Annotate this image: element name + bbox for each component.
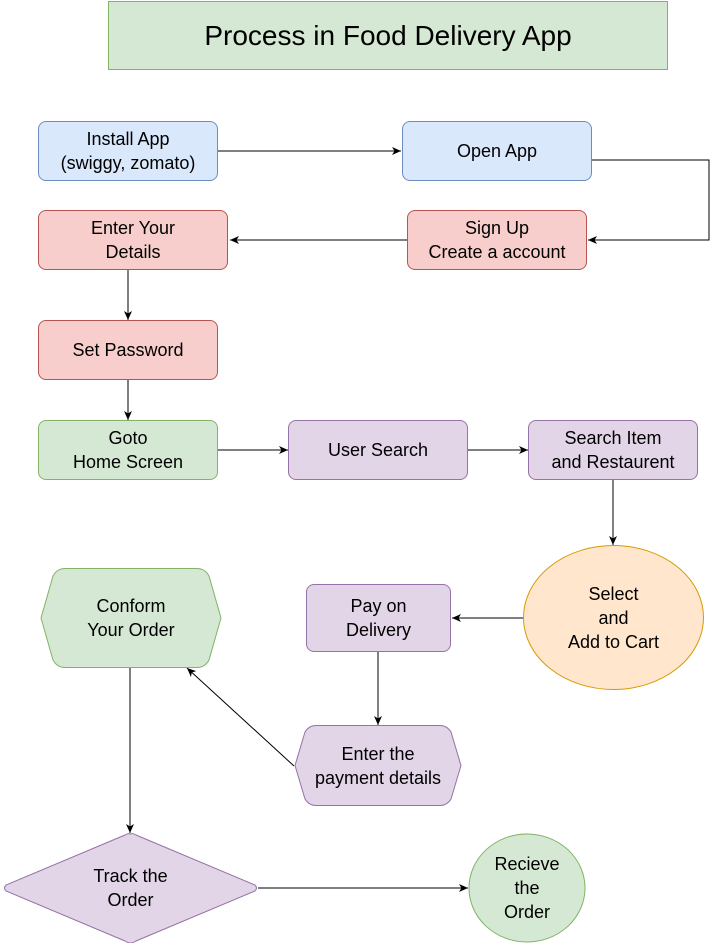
diagram-title-text: Process in Food Delivery App: [204, 19, 572, 51]
ellipse-shape: [523, 545, 704, 690]
node-goto-home: Goto Home Screen: [38, 420, 218, 480]
node-open-app: Open App: [402, 121, 592, 181]
node-set-password-label: Set Password: [72, 340, 184, 360]
edge-open-to-signup: [588, 159, 710, 244]
node-recieve-order: Recieve the Order: [468, 833, 586, 943]
node-recieve-order-label: Recieve the Order: [494, 854, 560, 922]
node-select-add-to-cart: Select and Add to Cart: [523, 545, 704, 690]
circle-shape: [468, 833, 586, 943]
node-conform-order: Conform Your Order: [40, 568, 222, 668]
node-install-app-label: Install App (swiggy, zomato): [60, 129, 196, 173]
node-open-app-label: Open App: [456, 141, 538, 161]
node-enter-details: Enter Your Details: [38, 210, 228, 270]
node-set-password: Set Password: [38, 320, 218, 380]
edge-payment-to-conform: [186, 667, 295, 767]
hexagon-shape: [40, 568, 222, 668]
diagram-title: Process in Food Delivery App: [108, 1, 668, 70]
node-enter-details-label: Enter Your Details: [90, 218, 176, 262]
node-sign-up: Sign Up Create a account: [407, 210, 587, 270]
node-enter-payment: Enter the payment details: [294, 725, 462, 806]
node-pay-on-delivery: Pay on Delivery: [306, 584, 451, 652]
node-enter-payment-label: Enter the payment details: [314, 743, 442, 788]
node-track-order-label: Track the Order: [93, 866, 168, 910]
node-track-order: Track the Order: [3, 833, 258, 943]
hexagon-shape: [294, 725, 462, 806]
diamond-shape: [4, 833, 257, 943]
node-install-app: Install App (swiggy, zomato): [38, 121, 218, 181]
node-select-add-to-cart-label: Select and Add to Cart: [567, 583, 660, 652]
node-user-search: User Search: [288, 420, 468, 480]
node-sign-up-label: Sign Up Create a account: [428, 218, 566, 262]
node-search-item: Search Item and Restaurent: [528, 420, 698, 480]
node-conform-order-label: Conform Your Order: [87, 596, 175, 640]
node-search-item-label: Search Item and Restaurent: [551, 428, 675, 472]
node-pay-on-delivery-label: Pay on Delivery: [345, 596, 411, 640]
node-user-search-label: User Search: [327, 440, 429, 460]
node-goto-home-label: Goto Home Screen: [72, 428, 184, 472]
